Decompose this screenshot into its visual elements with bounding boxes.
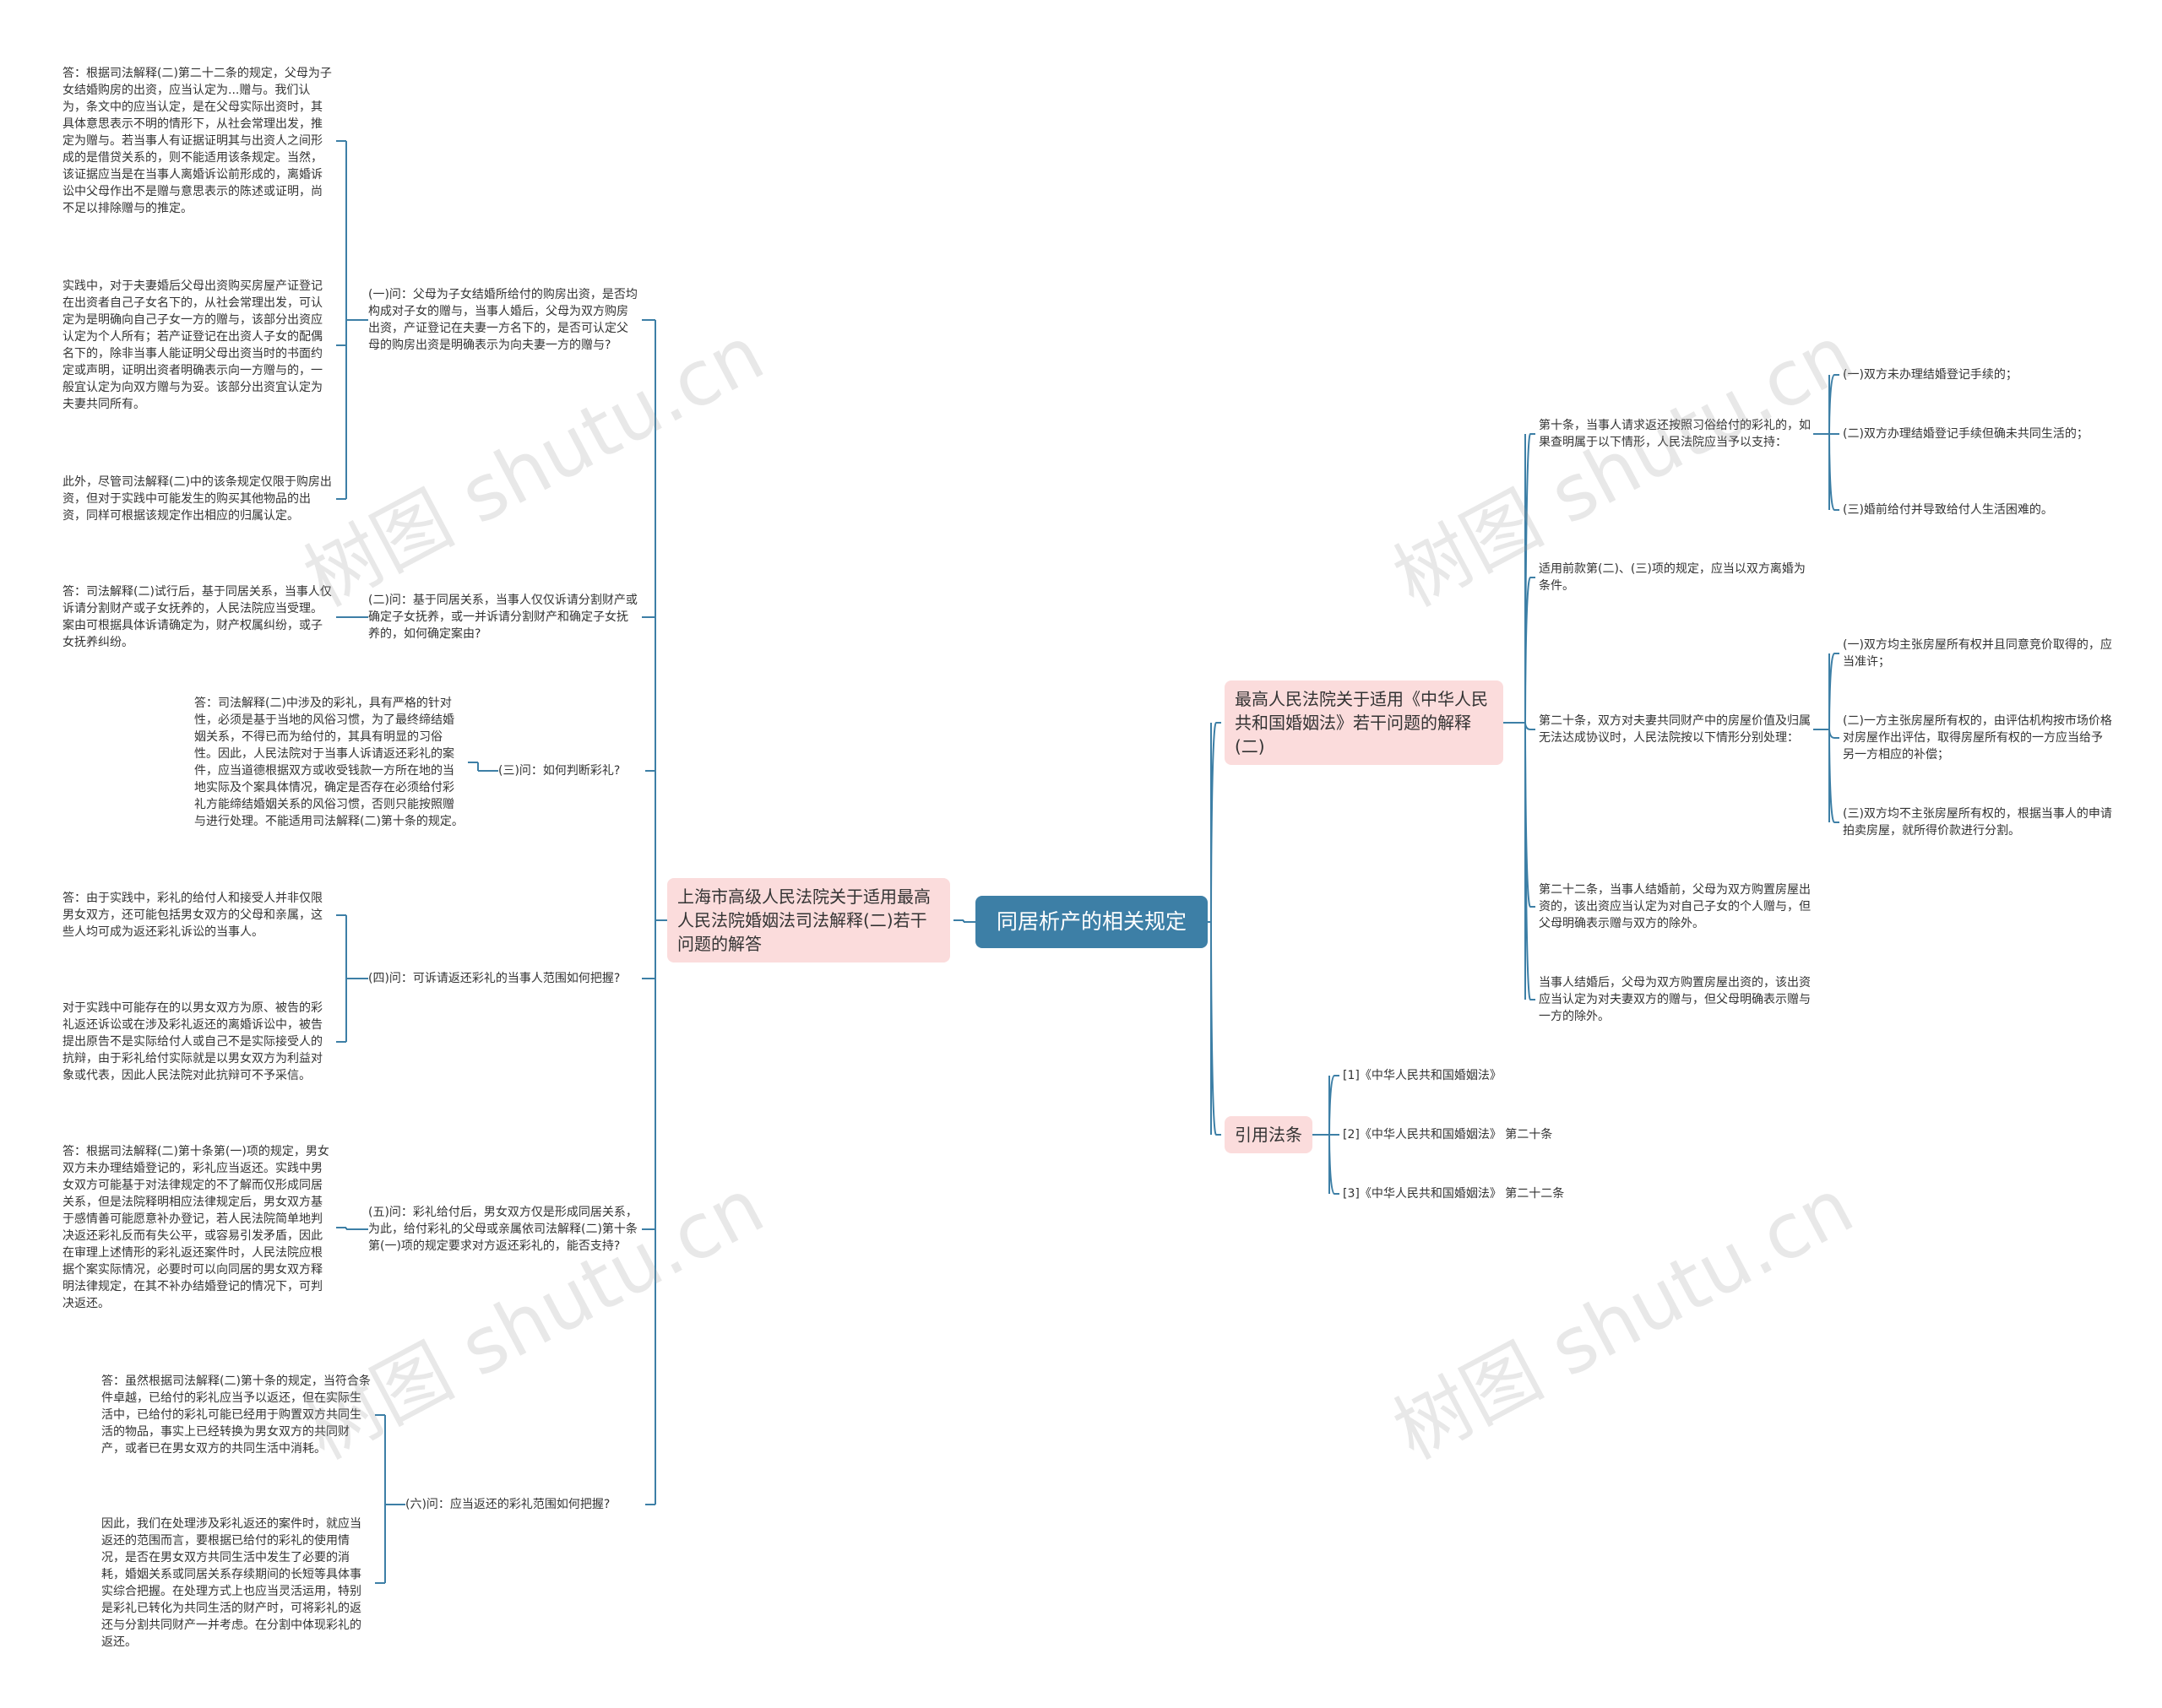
connector (1828, 653, 1839, 730)
article-10[interactable]: 第十条，当事人请求返还按照习俗给付的彩礼的，如果查明属于以下情形，人民法院应当予… (1539, 419, 1811, 449)
answer-6-2: 因此，我们在处理涉及彩礼返还的案件时，就应当返还的范围而言，要根据已给付的彩礼的… (101, 1517, 361, 1649)
connector (1828, 729, 1839, 823)
citation-2[interactable]: [2]《中华人民共和国婚姻法》 第二十条 (1343, 1128, 1553, 1141)
article-22[interactable]: 第二十二条，当事人结婚前，父母为双方购置房屋出资的，该出资应当认定为对自己子女的… (1539, 883, 1811, 930)
citation-1[interactable]: [1]《中华人民共和国婚姻法》 (1343, 1069, 1502, 1082)
article-10-item-2: (二)双方办理结婚登记手续但确未共同生活的； (1843, 427, 2089, 441)
answer-3-1: 答：司法解释(二)中涉及的彩礼，具有严格的针对性，必须是基于当地的风俗习惯，为了… (194, 697, 464, 828)
branch-supreme-court-interpretation[interactable]: 最高人民法院关于适用《中华人民共和国婚姻法》若干问题的解释(二) (1225, 680, 1503, 765)
connector (1828, 433, 1839, 511)
article-10-note[interactable]: 适用前款第(二)、(三)项的规定，应当以双方离婚为条件。 (1539, 562, 1806, 593)
connector (1210, 722, 1221, 923)
answer-1-3: 此外，尽管司法解释(二)中的该条规定仅限于购房出资，但对于实践中可能发生的购买其… (62, 475, 332, 523)
article-20-item-2: (二)一方主张房屋所有权的，由评估机构按市场价格对房屋作出评估，取得房屋所有权的… (1843, 714, 2112, 762)
article-10-item-1: (一)双方未办理结婚登记手续的； (1843, 368, 2018, 382)
article-20-item-1: (一)双方均主张房屋所有权并且同意竞价取得的，应当准许； (1843, 638, 2112, 669)
answer-4-2: 对于实践中可能存在的以男女双方为原、被告的彩礼返还诉讼或在涉及彩礼返还的离婚诉讼… (62, 1001, 323, 1082)
question-5[interactable]: (五)问：彩礼给付后，男女双方仅是形成同居关系，为此，给付彩礼的父母或亲属依司法… (368, 1206, 638, 1253)
connector (1328, 1134, 1339, 1195)
answer-1-2: 实践中，对于夫妻婚后父母出资购买房屋产证登记在出资者自己子女名下的，从社会常理出… (62, 279, 323, 411)
article-20-item-3: (三)双方均不主张房屋所有权的，根据当事人的申请拍卖房屋，就所得价款进行分割。 (1843, 807, 2112, 838)
connector (1524, 577, 1535, 724)
connector (1210, 921, 1221, 1136)
question-4[interactable]: (四)问：可诉请返还彩礼的当事人范围如何把握? (368, 972, 621, 985)
root-node[interactable]: 同居析产的相关规定 (975, 896, 1208, 948)
connector (1828, 729, 1839, 739)
answer-6-1: 答：虽然根据司法解释(二)第十条的规定，当符合条件卓越，已给付的彩礼应当予以返还… (101, 1375, 371, 1456)
question-2[interactable]: (二)问：基于同居关系，当事人仅仅诉请分割财产或确定子女抚养，或一并诉请分割财产… (368, 594, 638, 641)
connector (1524, 722, 1535, 730)
citation-3[interactable]: [3]《中华人民共和国婚姻法》 第二十二条 (1343, 1187, 1565, 1201)
article-22-note[interactable]: 当事人结婚后，父母为双方购置房屋出资的，该出资应当认定为对夫妻双方的赠与，但父母… (1539, 976, 1811, 1023)
answer-5-1: 答：根据司法解释(二)第十条第(一)项的规定，男女双方未办理结婚登记的，彩礼应当… (62, 1145, 329, 1310)
question-3[interactable]: (三)问：如何判断彩礼? (498, 764, 621, 778)
answer-1-1: 答：根据司法解释(二)第二十二条的规定，父母为子女结婚购房的出资，应当认定为..… (62, 67, 332, 215)
connector (1828, 374, 1839, 435)
answer-2-1: 答：司法解释(二)试行后，基于同居关系，当事人仅诉请分割财产或子女抚养的，人民法… (62, 585, 332, 649)
question-6[interactable]: (六)问：应当返还的彩礼范围如何把握? (405, 1498, 611, 1511)
article-20[interactable]: 第二十条，双方对夫妻共同财产中的房屋价值及归属无法达成协议时，人民法院按以下情形… (1539, 714, 1811, 745)
branch-citations[interactable]: 引用法条 (1225, 1116, 1312, 1153)
question-1[interactable]: (一)问：父母为子女结婚所给付的购房出资，是否均构成对子女的赠与，当事人婚后，父… (368, 288, 638, 352)
answer-4-1: 答：由于实践中，彩礼的给付人和接受人并非仅限男女双方，还可能包括男女双方的父母和… (62, 892, 323, 939)
connector (1328, 1075, 1339, 1136)
branch-shanghai-interpretation[interactable]: 上海市高级人民法院关于适用最高人民法院婚姻法司法解释(二)若干问题的解答 (667, 878, 950, 962)
article-10-item-3: (三)婚前给付并导致给付人生活困难的。 (1843, 503, 2053, 517)
